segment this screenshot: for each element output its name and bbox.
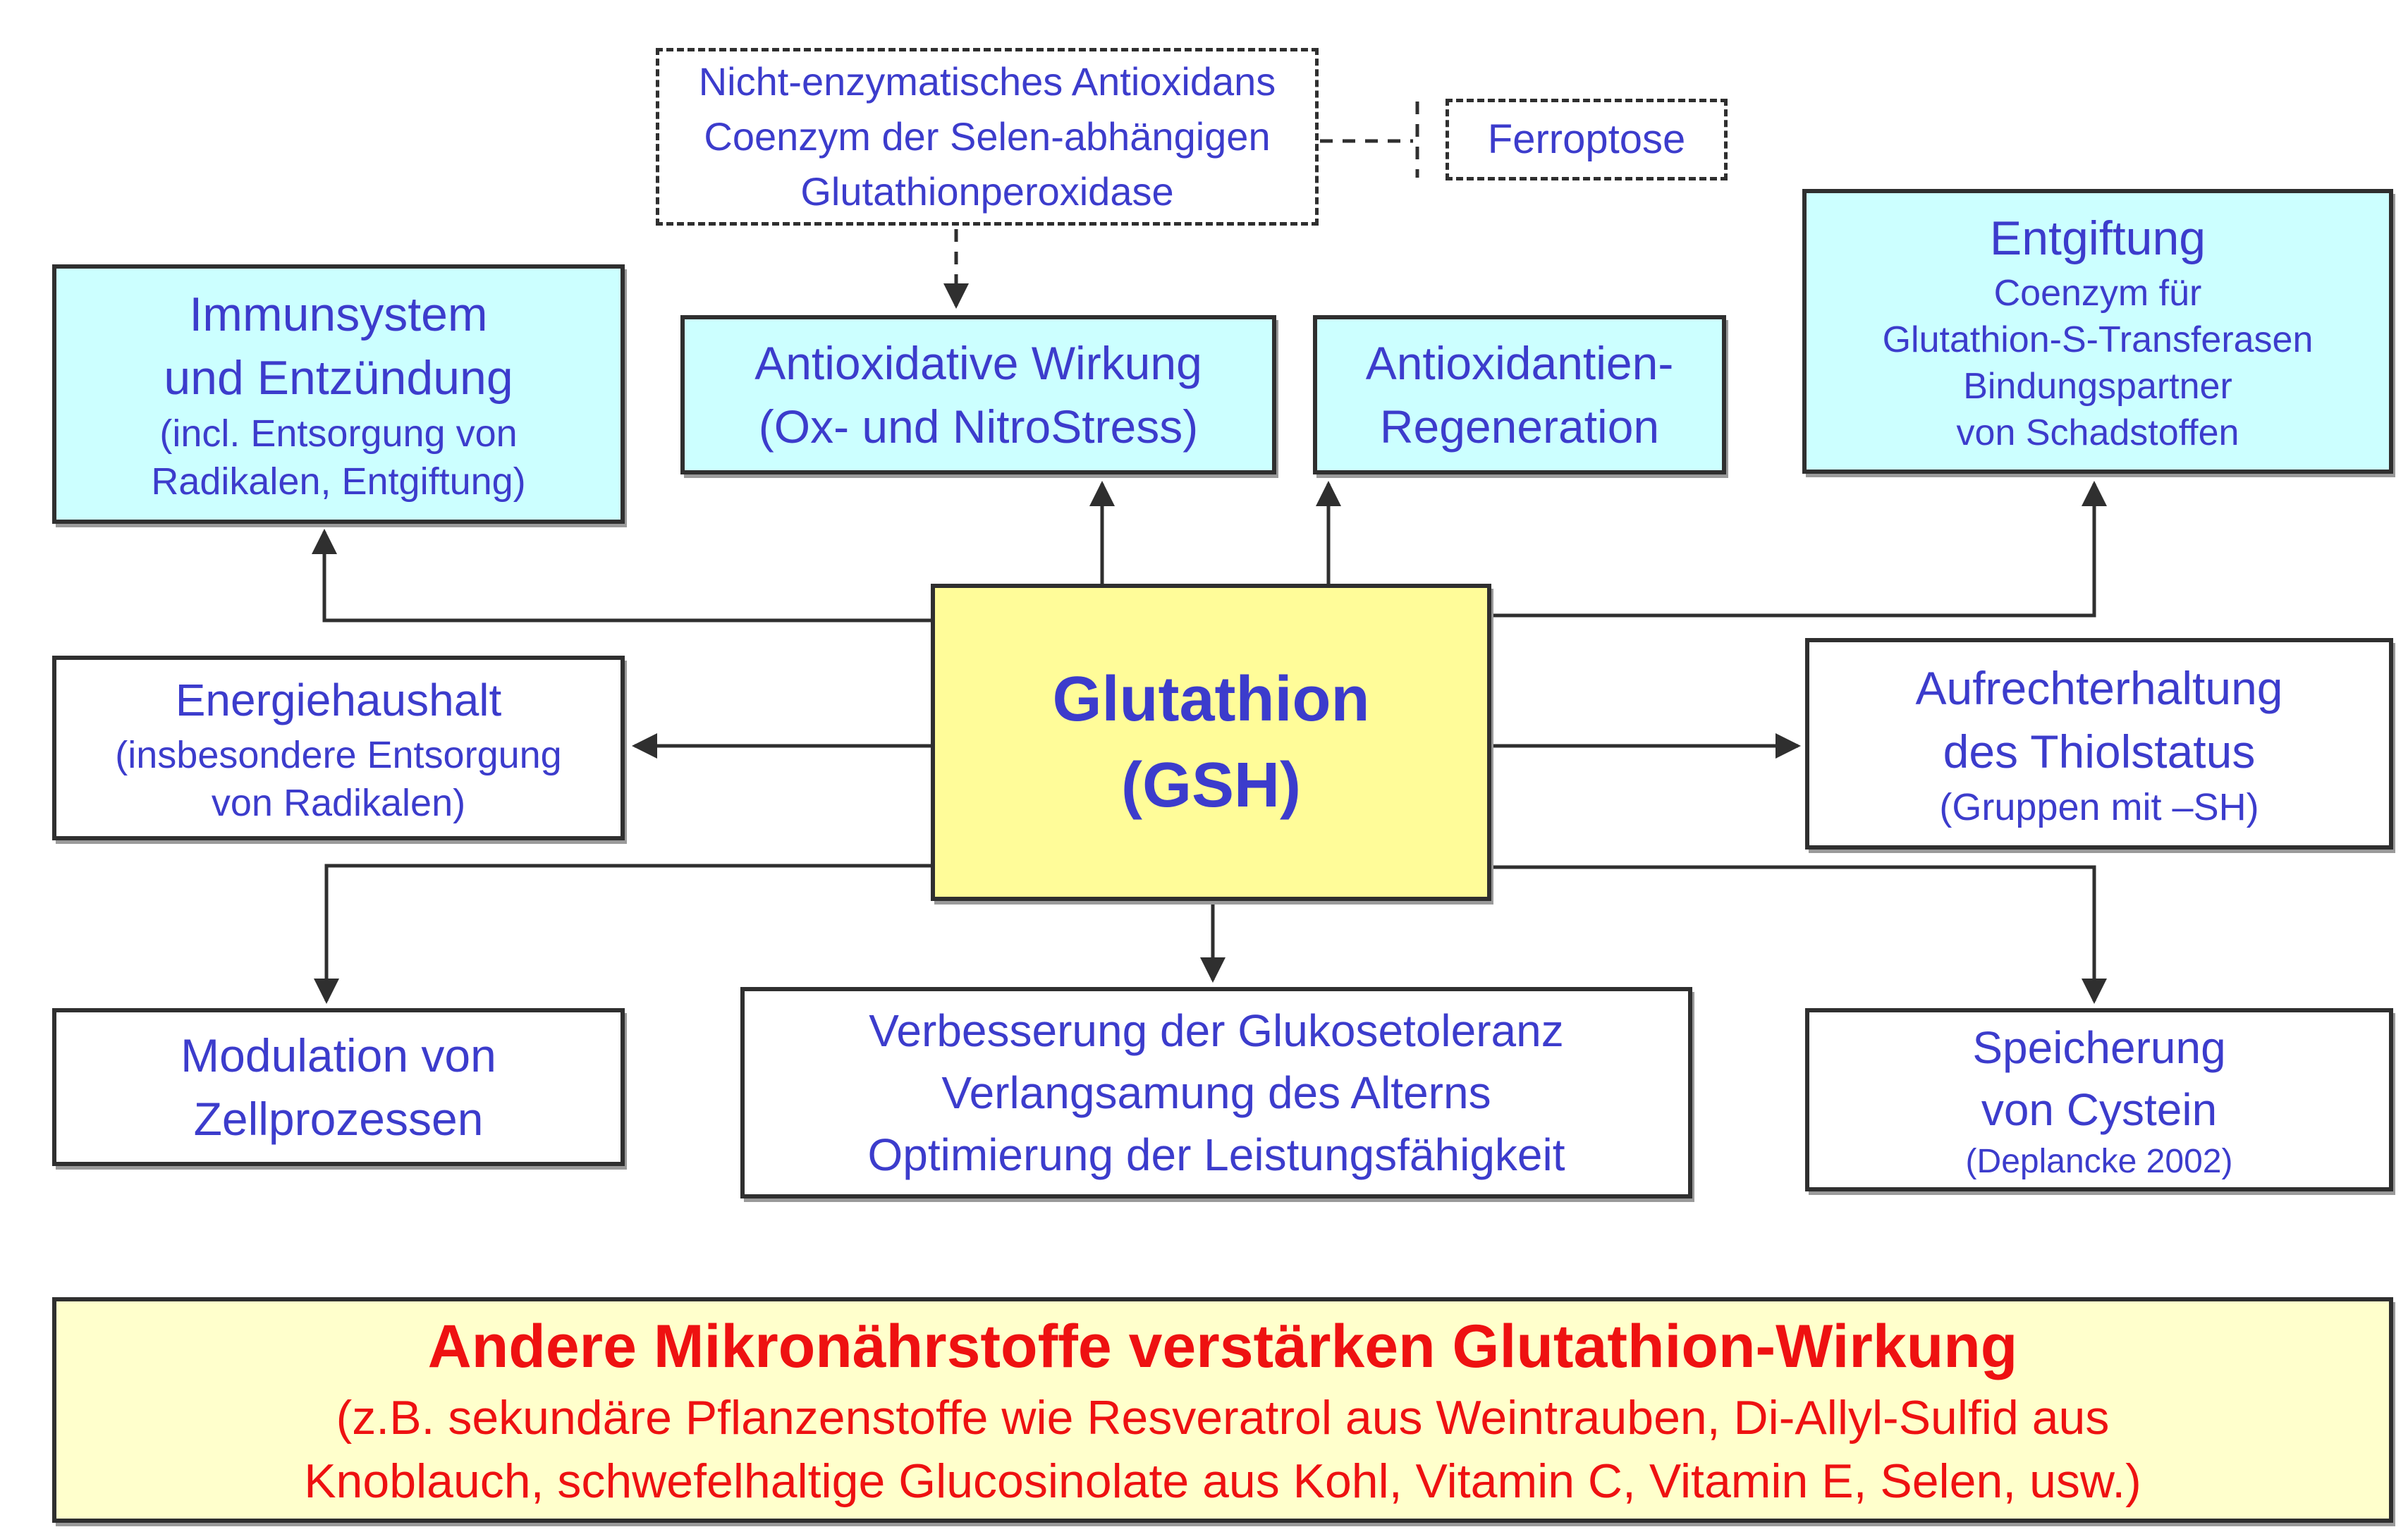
node-glutathione-center: Glutathion (GSH)	[931, 584, 1491, 901]
node-line: Antioxidative Wirkung	[754, 337, 1202, 389]
node-title-line: Speicherung	[1972, 1022, 2226, 1073]
node-line: von Schadstoffen	[1956, 412, 2239, 453]
node-line: Coenzym für	[1993, 273, 2202, 314]
node-line: Regeneration	[1379, 400, 1660, 453]
node-improvement: Verbesserung der Glukosetoleranz Verlang…	[740, 987, 1692, 1198]
node-energy: Energiehaushalt (insbesondere Entsorgung…	[52, 656, 625, 840]
note-line: Coenzym der Selen-abhängigen	[704, 114, 1271, 159]
node-immune: Immunsystem und Entzündung (incl. Entsor…	[52, 264, 625, 524]
node-line: (Ox- und NitroStress)	[758, 400, 1199, 453]
node-subtitle: (Deplancke 2002)	[1965, 1143, 2233, 1180]
arrow-center-to-cysteine	[1491, 865, 2107, 1004]
node-line: Verlangsamung des Alterns	[941, 1067, 1491, 1118]
node-thiol: Aufrechterhaltung des Thiolstatus (Grupp…	[1805, 638, 2393, 850]
banner-line: Knoblauch, schwefelhaltige Glucosinolate…	[304, 1454, 2141, 1508]
note-line: Glutathionperoxidase	[800, 169, 1174, 214]
node-subtitle-line: (insbesondere Entsorgung	[115, 734, 562, 776]
node-line: Bindungspartner	[1963, 366, 2232, 407]
node-line: Modulation von	[181, 1029, 496, 1081]
node-line: Antioxidantien-	[1365, 337, 1674, 389]
center-title-line: (GSH)	[1121, 750, 1301, 821]
node-line: Zellprozessen	[193, 1093, 484, 1145]
banner-line: (z.B. sekundäre Pflanzenstoffe wie Resve…	[336, 1391, 2110, 1445]
center-title-line: Glutathion	[1052, 664, 1370, 735]
node-title-line: Immunsystem	[189, 288, 488, 341]
node-subtitle: (Gruppen mit –SH)	[1939, 786, 2259, 828]
node-title-line: und Entzündung	[164, 351, 513, 405]
node-title: Entgiftung	[1989, 211, 2206, 265]
node-modulation: Modulation von Zellprozessen	[52, 1008, 625, 1166]
node-title: Energiehaushalt	[175, 675, 502, 725]
arrow-center-to-modulation	[314, 864, 931, 1004]
node-label: Ferroptose	[1487, 116, 1686, 162]
node-title-line: von Cystein	[1981, 1084, 2218, 1135]
node-subtitle-line: von Radikalen)	[211, 782, 466, 824]
node-subtitle-line: Radikalen, Entgiftung)	[151, 460, 526, 503]
node-title-line: Aufrechterhaltung	[1915, 662, 2283, 714]
node-line: Glutathion-S-Transferasen	[1882, 319, 2314, 360]
arrow-center-to-immune	[312, 529, 931, 623]
node-regeneration: Antioxidantien- Regeneration	[1313, 315, 1726, 474]
node-line: Optimierung der Leistungsfähigkeit	[867, 1129, 1565, 1180]
node-detox: Entgiftung Coenzym für Glutathion-S-Tran…	[1802, 189, 2393, 474]
node-line: Verbesserung der Glukosetoleranz	[869, 1005, 1564, 1056]
node-antioxidative: Antioxidative Wirkung (Ox- und NitroStre…	[680, 315, 1276, 474]
banner-micronutrients: Andere Mikronährstoffe verstärken Glutat…	[52, 1297, 2393, 1523]
node-cysteine: Speicherung von Cystein (Deplancke 2002)	[1805, 1008, 2393, 1191]
node-title-line: des Thiolstatus	[1943, 725, 2256, 778]
node-ferroptose: Ferroptose	[1446, 99, 1728, 180]
arrow-center-to-detox	[1491, 481, 2107, 618]
node-subtitle-line: (incl. Entsorgung von	[159, 412, 518, 455]
banner-title: Andere Mikronährstoffe verstärken Glutat…	[427, 1313, 2018, 1380]
note-line: Nicht-enzymatisches Antioxidans	[698, 59, 1276, 104]
node-nonenzymatic-note: Nicht-enzymatisches Antioxidans Coenzym …	[656, 48, 1319, 226]
